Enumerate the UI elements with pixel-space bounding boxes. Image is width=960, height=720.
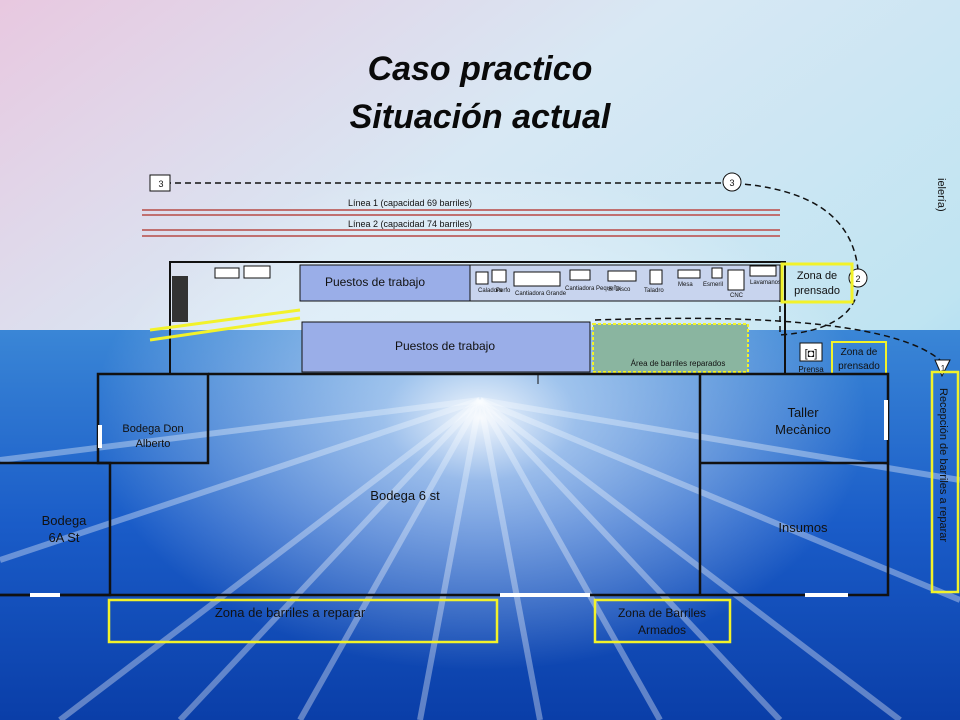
work-stations-top	[299, 264, 471, 302]
station-label: S. Disco	[608, 287, 631, 293]
press-machine	[799, 342, 823, 362]
line-2-label: Línea 2 (capacidad 74 barriles)	[348, 219, 472, 229]
reception-zone-label: Recepción de barriles a reparar	[937, 388, 949, 542]
station-label: Cantiadora Pequeña	[565, 286, 621, 292]
work-stations-top-label: Puestos de trabajo	[325, 275, 425, 289]
assembled-zone-line-2: Armados	[638, 623, 686, 637]
station-label: Caladora	[478, 288, 503, 294]
station-label: Perfo	[496, 288, 511, 294]
production-lines: Línea 1 (capacidad 69 barriles) Línea 2 …	[142, 198, 780, 237]
repaired-barrels-area	[592, 323, 749, 373]
supplies-label: Insumos	[778, 520, 828, 535]
station-label: Lavamanos	[750, 280, 781, 286]
line-1-label: Línea 1 (capacidad 69 barriles)	[348, 198, 472, 208]
lower-rooms	[0, 372, 890, 597]
station-label: Cantiadora Grande	[515, 291, 567, 297]
marker-label: 1	[941, 364, 946, 373]
slide-title-line-2: Situación actual	[349, 98, 611, 136]
slide-title-line-1: Caso practico	[367, 50, 593, 88]
marker-1-triangle	[934, 359, 951, 378]
marker-3-triangle	[149, 174, 171, 192]
press-icon: [◘]	[805, 348, 818, 360]
marker-3-circle	[722, 172, 742, 192]
workshop-line-1: Taller	[787, 405, 819, 420]
station-label: CNC	[730, 293, 744, 299]
marker-label: 3	[729, 178, 734, 188]
station-label: Esmeril	[703, 282, 723, 288]
station-label: Taladro	[644, 288, 664, 294]
station-label: Mesa	[678, 282, 693, 288]
warehouse-6a-line-2: 6A St	[48, 530, 79, 545]
marker-label: 3	[158, 179, 163, 189]
pressing-zone-top-line-2: prensado	[794, 285, 840, 297]
warehouse-don-alberto-line-1: Bodega Don	[122, 423, 183, 435]
machine-stations: Caladora Perfo Cantiadora Grande Cantiad…	[469, 264, 781, 302]
pressing-zone-top	[780, 262, 854, 304]
warehouse-don-alberto-line-2: Alberto	[136, 438, 171, 450]
warehouse-6st-label: Bodega 6 st	[370, 488, 440, 503]
repair-zone	[107, 598, 499, 644]
work-stations-bottom-label: Puestos de trabajo	[395, 339, 495, 353]
ieleria-label: ielería)	[935, 178, 947, 212]
work-stations-bottom	[301, 321, 591, 373]
pressing-zone-bottom-line-2: prensado	[838, 361, 880, 372]
workshop-line-2: Mecànico	[775, 422, 831, 437]
assembled-zone-line-1: Zona de Barriles	[618, 606, 706, 620]
warehouse-6a-line-1: Bodega	[42, 513, 88, 528]
pressing-zone-top-line-1: Zona de	[797, 270, 837, 282]
press-label: Prensa	[798, 365, 824, 374]
marker-label: 2	[855, 274, 860, 284]
pressing-zone-bottom-line-1: Zona de	[841, 347, 878, 358]
assembled-zone	[593, 598, 732, 644]
repaired-barrels-area-label: Área de barriles reparados	[631, 359, 726, 368]
reception-zone	[930, 370, 960, 594]
repair-zone-label: Zona de barriles a reparar	[215, 605, 366, 620]
door-marks	[30, 400, 888, 597]
